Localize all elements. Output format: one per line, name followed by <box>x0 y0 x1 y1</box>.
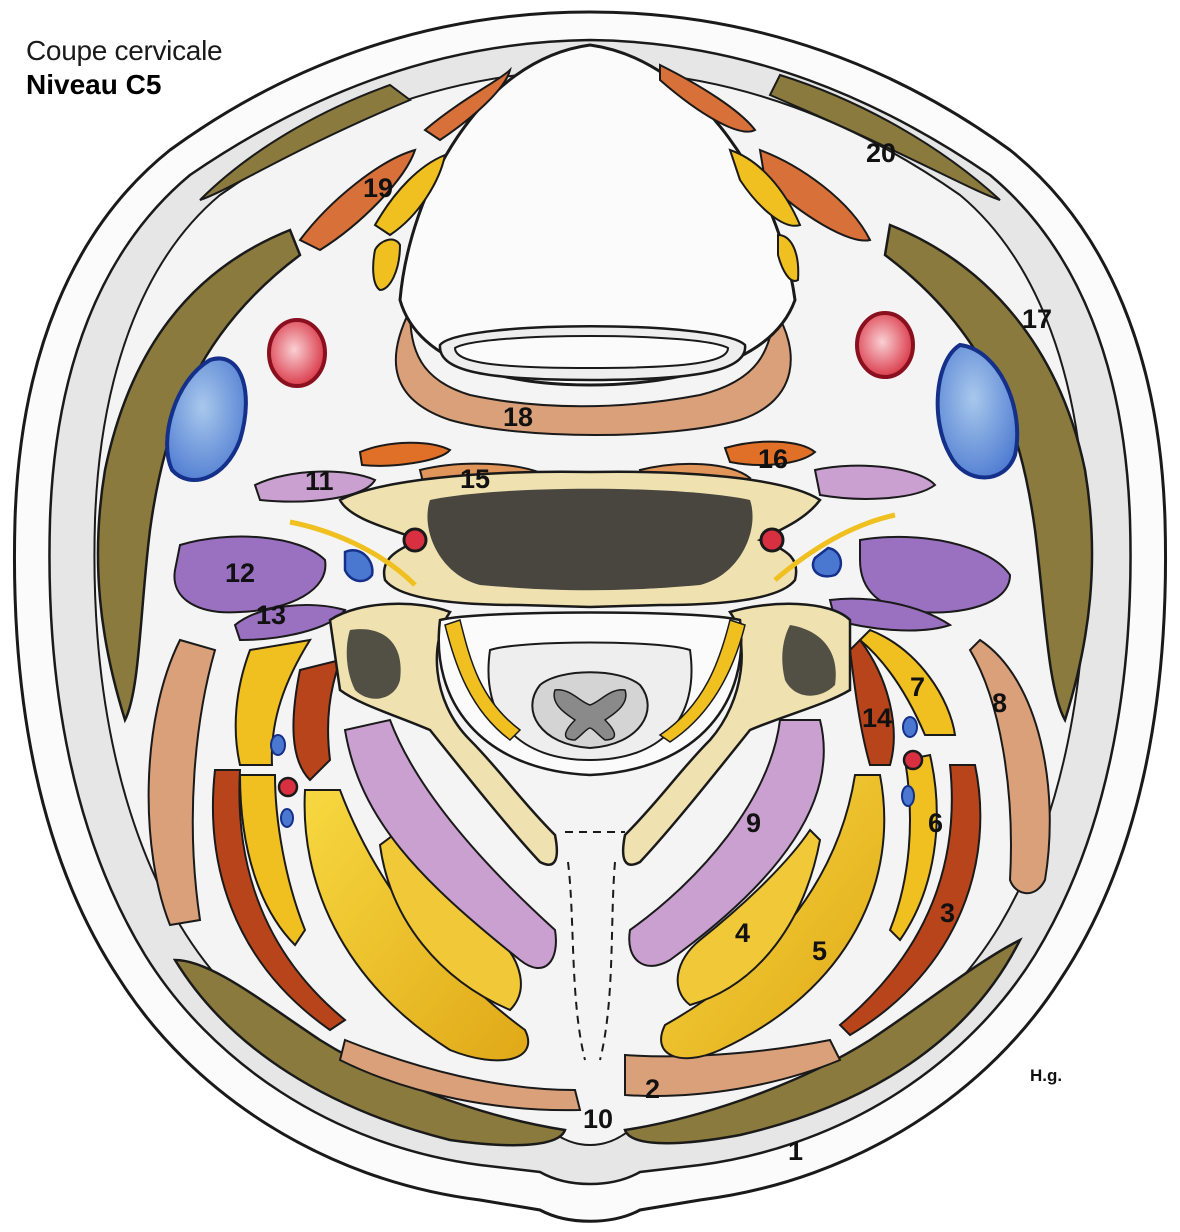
deep-cervical-vein-right-2 <box>902 786 914 806</box>
label-19: 19 <box>363 173 393 203</box>
label-6: 6 <box>928 808 943 838</box>
vertebral-body-spongy <box>427 489 752 591</box>
label-3: 3 <box>940 898 955 928</box>
vertebral-artery-left <box>404 529 426 551</box>
carotid-artery-left <box>269 320 325 386</box>
carotid-artery-right <box>857 313 913 377</box>
airway-inner <box>455 336 728 368</box>
label-1: 1 <box>788 1136 803 1166</box>
deep-cervical-artery-right <box>904 751 922 769</box>
deep-cervical-vein-left <box>271 735 285 755</box>
label-15: 15 <box>460 464 490 494</box>
label-7: 7 <box>910 672 925 702</box>
vertebral-artery-right <box>761 529 783 551</box>
label-16: 16 <box>758 444 788 474</box>
label-13: 13 <box>256 600 286 630</box>
label-11: 11 <box>305 466 334 496</box>
label-17: 17 <box>1022 304 1052 334</box>
label-2: 2 <box>645 1074 660 1104</box>
label-9: 9 <box>746 808 761 838</box>
label-12: 12 <box>225 558 255 588</box>
author-signature: H.g. <box>1030 1066 1062 1086</box>
label-20: 20 <box>866 138 896 168</box>
label-10: 10 <box>583 1104 613 1134</box>
label-4: 4 <box>735 918 750 948</box>
deep-cervical-vein-right <box>903 717 917 737</box>
label-8: 8 <box>992 688 1007 718</box>
deep-cervical-artery-left <box>279 778 297 796</box>
deep-cervical-vein-left-2 <box>281 809 293 827</box>
label-18: 18 <box>503 402 533 432</box>
label-14: 14 <box>862 703 892 733</box>
label-5: 5 <box>812 936 827 966</box>
